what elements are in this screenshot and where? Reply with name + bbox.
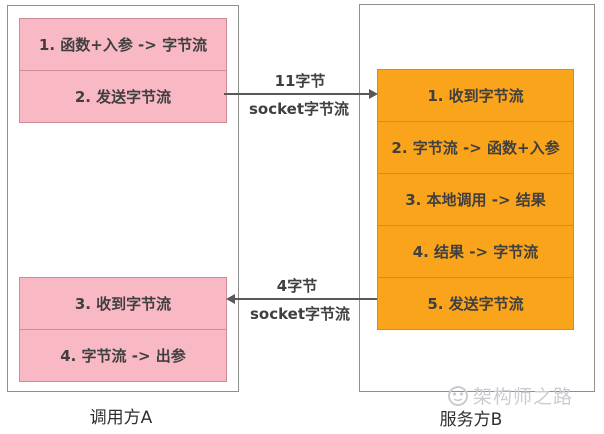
server-step-5: 5. 发送字节流 (378, 277, 573, 329)
caller-request-steps-box: 1. 函数+入参 -> 字节流 2. 发送字节流 (19, 18, 227, 123)
caller-step-2: 2. 发送字节流 (20, 70, 226, 122)
request-socket-label: socket字节流 (248, 100, 350, 118)
watermark-logo-icon (447, 385, 469, 407)
response-socket-label: socket字节流 (249, 305, 351, 323)
caller-step-4: 4. 字节流 -> 出参 (20, 329, 226, 381)
server-step-1: 1. 收到字节流 (427, 87, 524, 105)
server-steps-box: 1. 收到字节流 2. 字节流 -> 函数+入参 3. 本地调用 -> 结果 4… (377, 69, 574, 330)
server-step-3: 3. 本地调用 -> 结果 (378, 173, 573, 225)
server-panel-label: 服务方B (439, 410, 503, 430)
response-arrow-line (233, 298, 377, 300)
response-bytes-label: 4字节 (276, 277, 318, 295)
caller-response-steps-box: 3. 收到字节流 4. 字节流 -> 出参 (19, 277, 227, 382)
request-arrow-line (224, 93, 371, 95)
caller-panel-label: 调用方A (89, 408, 153, 428)
request-bytes-label: 11字节 (274, 72, 326, 90)
watermark-text: 架构师之路 (473, 386, 574, 408)
request-arrowhead-right-icon (369, 89, 378, 99)
server-step-2: 2. 字节流 -> 函数+入参 (378, 121, 573, 173)
server-step-4: 4. 结果 -> 字节流 (378, 225, 573, 277)
caller-step-1: 1. 函数+入参 -> 字节流 (38, 36, 208, 54)
response-arrowhead-left-icon (226, 294, 235, 304)
watermark: 架构师之路 (447, 382, 573, 409)
caller-step-3: 3. 收到字节流 (74, 295, 172, 313)
